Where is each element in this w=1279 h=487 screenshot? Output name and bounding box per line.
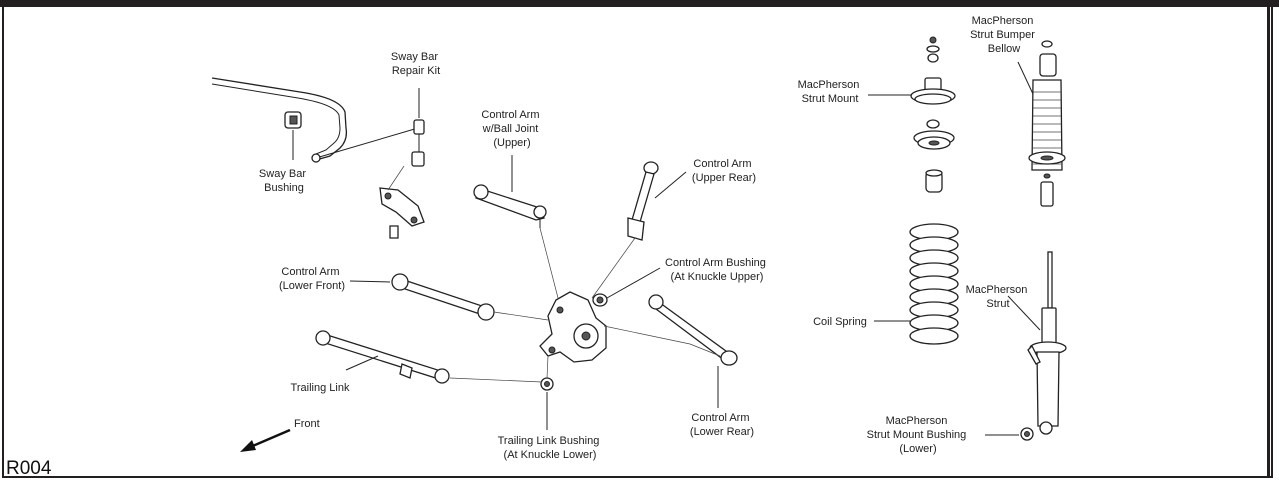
leader-trailing-link <box>345 355 379 371</box>
figure-code: R004 <box>6 458 52 479</box>
label-strut-mount-bushing: MacPherson Strut Mount Bushing (Lower) <box>867 415 970 455</box>
front-arrow-icon <box>240 428 291 452</box>
control-arm-upper-part <box>473 184 547 228</box>
label-trailing-link-bushing: Trailing Link Bushing (At Knuckle Lower) <box>498 435 603 461</box>
assembly-lines <box>449 227 721 383</box>
macpherson-strut-part <box>1027 251 1067 435</box>
label-sway-bar-bushing: Sway Bar Bushing <box>259 168 309 194</box>
control-arm-lower-front-part <box>391 273 495 321</box>
label-control-arm-lower-rear: Control Arm (Lower Rear) <box>690 412 754 438</box>
control-arm-lower-rear-part <box>648 294 738 366</box>
strut-mount-bushing-lower-part <box>1020 427 1034 441</box>
knuckle <box>539 291 607 363</box>
label-trailing-link: Trailing Link <box>291 382 350 394</box>
label-control-arm-upper-rear: Control Arm (Upper Rear) <box>692 158 756 184</box>
leader-bumper-bellow <box>1017 61 1034 95</box>
label-control-arm-upper: Control Arm w/Ball Joint (Upper) <box>481 109 542 149</box>
leader-control-arm-upper-rear <box>654 171 687 199</box>
control-arm-bushing-knuckle-upper-part <box>592 293 608 307</box>
label-coil-spring: Coil Spring <box>813 316 867 328</box>
label-strut: MacPherson Strut <box>966 284 1031 310</box>
coil-spring-part <box>909 223 959 345</box>
sway-bar <box>211 77 348 161</box>
control-arm-upper-rear-part <box>627 161 659 241</box>
leader-control-arm-lower-front <box>349 280 391 283</box>
macpherson-strut-bumper-bellow-part <box>1028 40 1066 207</box>
sway-bar-bushing <box>284 111 302 129</box>
label-strut-mount: MacPherson Strut Mount <box>798 79 863 105</box>
leader-control-arm-bushing-upper <box>606 267 661 299</box>
diagram-frame <box>2 7 1273 478</box>
leader-strut <box>1007 295 1041 331</box>
label-control-arm-bushing-upper: Control Arm Bushing (At Knuckle Upper) <box>665 257 769 283</box>
macpherson-strut-mount-part <box>910 36 956 193</box>
label-sway-bar-repair-kit: Sway Bar Repair Kit <box>391 51 441 77</box>
trailing-link-part <box>315 330 450 384</box>
trailing-link-bushing-part <box>540 377 554 391</box>
label-front: Front <box>294 418 320 430</box>
right-edge-bar <box>1267 7 1270 478</box>
sway-bar-repair-kit-part <box>311 119 425 239</box>
label-control-arm-lower-front: Control Arm (Lower Front) <box>279 266 345 292</box>
top-border-bar <box>0 0 1279 7</box>
label-bumper-bellow: MacPherson Strut Bumper Bellow <box>970 15 1038 55</box>
